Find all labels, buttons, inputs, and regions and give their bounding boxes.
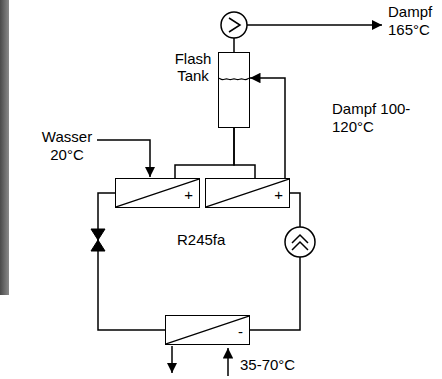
- value-label: 35-70°C: [240, 356, 295, 374]
- valve-symbol: [91, 229, 105, 251]
- exchanger-diagonal: [166, 316, 249, 344]
- tank-label: Flash Tank: [171, 50, 215, 84]
- pipe-connector: [250, 193, 300, 330]
- heat-exchanger: +: [205, 178, 290, 208]
- exchanger-diagonal: [206, 179, 289, 207]
- source-in-arrow: [227, 348, 229, 376]
- water-inlet-arrow: [97, 140, 150, 177]
- sign-label: +: [274, 186, 283, 203]
- heat-exchanger: +: [115, 178, 200, 208]
- compressor-chevron: [292, 235, 308, 250]
- heat-exchanger: -: [165, 315, 250, 345]
- pipe-connector: [175, 128, 234, 178]
- value-label: Dampf 100-120°C: [332, 100, 420, 136]
- value-label: Dampf 165°C: [388, 3, 438, 39]
- exchanger-diagonal: [116, 179, 199, 207]
- flash-tank: Flash Tank: [218, 52, 250, 128]
- tank-water-level: [219, 53, 249, 127]
- photo-strip: [0, 0, 9, 295]
- water-level: [219, 78, 249, 79]
- exchanger-diagonal: [166, 316, 249, 344]
- value-label: Wasser 20°C: [37, 128, 97, 164]
- source-out-arrow: [171, 346, 173, 373]
- pipe-connector: [98, 193, 165, 330]
- value-label: R245fa: [177, 231, 225, 249]
- compressor-symbol: [221, 12, 247, 38]
- steam-out-arrow: [247, 24, 382, 26]
- compressor-symbol: [285, 227, 315, 257]
- pipe-connector: [234, 128, 255, 178]
- sign-label: -: [238, 323, 243, 340]
- compressor-chevron: [229, 18, 240, 32]
- pipe-connector: [250, 78, 285, 178]
- sign-label: +: [184, 186, 193, 203]
- steam-pipe: [233, 38, 235, 52]
